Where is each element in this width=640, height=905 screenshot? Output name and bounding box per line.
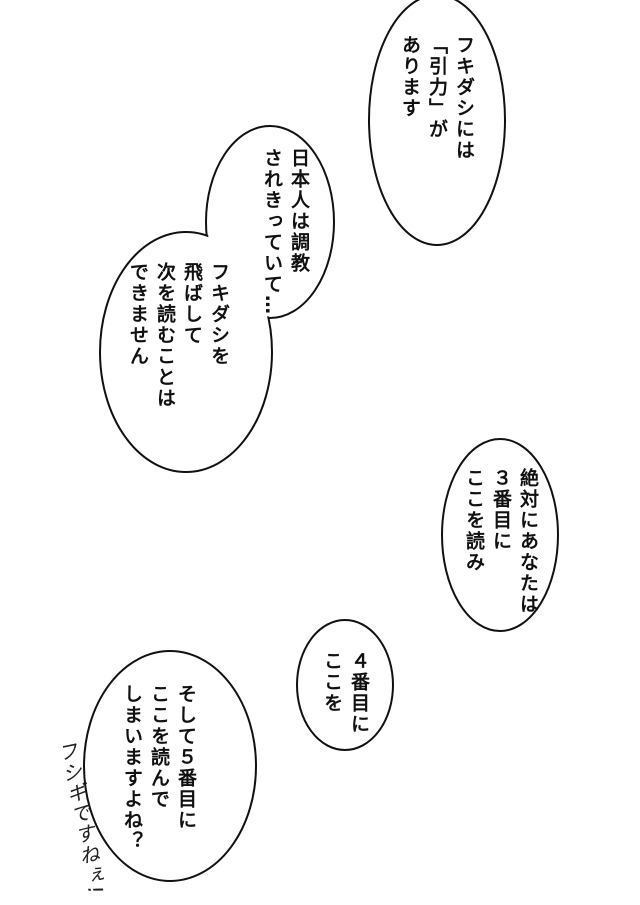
- text-line: あります: [399, 35, 421, 119]
- speech-bubble-1: [368, 0, 506, 246]
- text-line: できません: [127, 262, 149, 367]
- text-line: されきっていて…: [261, 148, 283, 316]
- text-line: ３番目に: [490, 468, 512, 552]
- text-line: ここを読み: [463, 468, 485, 573]
- text-line: 日本人は調教: [288, 148, 310, 274]
- text-line: ここを: [321, 651, 343, 714]
- text-line: 次を読むことは: [154, 262, 176, 409]
- bubble-1-text: フキダシには 「引力」が あります: [396, 35, 477, 161]
- text-line: フキダシには: [453, 35, 475, 161]
- text-line: ここを読んで: [148, 684, 170, 810]
- speech-bubble-5: [83, 650, 257, 882]
- text-line: ４番目に: [348, 651, 370, 735]
- text-line: しまいますよね？: [121, 684, 143, 852]
- speech-bubble-4: [296, 619, 394, 751]
- bubble-2-text-bottom: フキダシを 飛ばして 次を読むことは できません: [124, 262, 232, 409]
- bubble-2-text-top: 日本人は調教 されきっていて…: [258, 148, 312, 316]
- bubble-4-text: ４番目に ここを: [318, 651, 372, 735]
- bubble-5-text: そして５番目に ここを読んで しまいますよね？: [118, 684, 199, 852]
- text-line: そして５番目に: [175, 684, 197, 831]
- text-line: フキダシを: [208, 262, 230, 367]
- speech-bubble-3: [441, 438, 559, 632]
- text-line: 「引力」が: [426, 35, 448, 140]
- bubble-3-text: 絶対にあなたは ３番目に ここを読み: [460, 468, 541, 615]
- text-line: 飛ばして: [181, 262, 203, 346]
- text-line: 絶対にあなたは: [517, 468, 539, 615]
